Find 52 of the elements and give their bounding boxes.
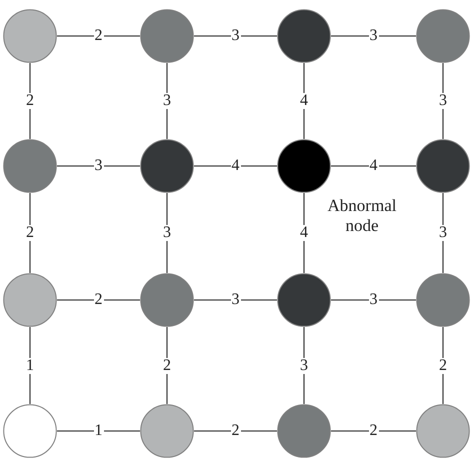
connector-line bbox=[331, 430, 416, 432]
connector-line bbox=[331, 299, 416, 301]
circle-node bbox=[140, 139, 194, 193]
connector-line bbox=[166, 63, 168, 139]
edge-label: 3 bbox=[438, 225, 448, 241]
circle-node bbox=[277, 139, 331, 193]
connector-line bbox=[29, 63, 31, 139]
connector-line bbox=[303, 193, 305, 273]
connector-line bbox=[57, 430, 140, 432]
circle-node bbox=[416, 404, 470, 458]
circle-node bbox=[3, 139, 57, 193]
edge-label: 4 bbox=[299, 225, 309, 241]
circle-node bbox=[277, 404, 331, 458]
node-caption: Abnormal node bbox=[326, 196, 398, 236]
connector-line bbox=[303, 63, 305, 139]
edge-label: 3 bbox=[438, 93, 448, 109]
connector-line bbox=[331, 35, 416, 37]
edge-label: 3 bbox=[162, 225, 172, 241]
connector-line bbox=[194, 35, 277, 37]
edge-label: 3 bbox=[162, 93, 172, 109]
connector-line bbox=[166, 193, 168, 273]
circle-node bbox=[416, 273, 470, 327]
edge-label: 2 bbox=[438, 358, 448, 374]
edge-label: 2 bbox=[162, 358, 172, 374]
connector-line bbox=[194, 299, 277, 301]
edge-label: 2 bbox=[25, 225, 35, 241]
circle-node bbox=[3, 273, 57, 327]
connector-line bbox=[442, 63, 444, 139]
connector-line bbox=[57, 299, 140, 301]
circle-node bbox=[3, 404, 57, 458]
connector-line bbox=[194, 430, 277, 432]
edge-label: 4 bbox=[299, 93, 309, 109]
edge-label: 1 bbox=[25, 358, 35, 374]
circle-node bbox=[277, 273, 331, 327]
edge-label: 3 bbox=[299, 358, 309, 374]
circle-node bbox=[416, 9, 470, 63]
circle-node bbox=[140, 273, 194, 327]
connector-line bbox=[57, 165, 140, 167]
connector-line bbox=[303, 327, 305, 404]
connector-line bbox=[194, 165, 277, 167]
circle-node bbox=[277, 9, 331, 63]
connector-line bbox=[442, 327, 444, 404]
connector-line bbox=[331, 165, 416, 167]
circle-node bbox=[140, 404, 194, 458]
circle-node bbox=[140, 9, 194, 63]
connector-line bbox=[166, 327, 168, 404]
connector-line bbox=[442, 193, 444, 273]
connector-line bbox=[57, 35, 140, 37]
circle-node bbox=[3, 9, 57, 63]
circle-node bbox=[416, 139, 470, 193]
edge-label: 2 bbox=[25, 93, 35, 109]
connector-line bbox=[29, 193, 31, 273]
